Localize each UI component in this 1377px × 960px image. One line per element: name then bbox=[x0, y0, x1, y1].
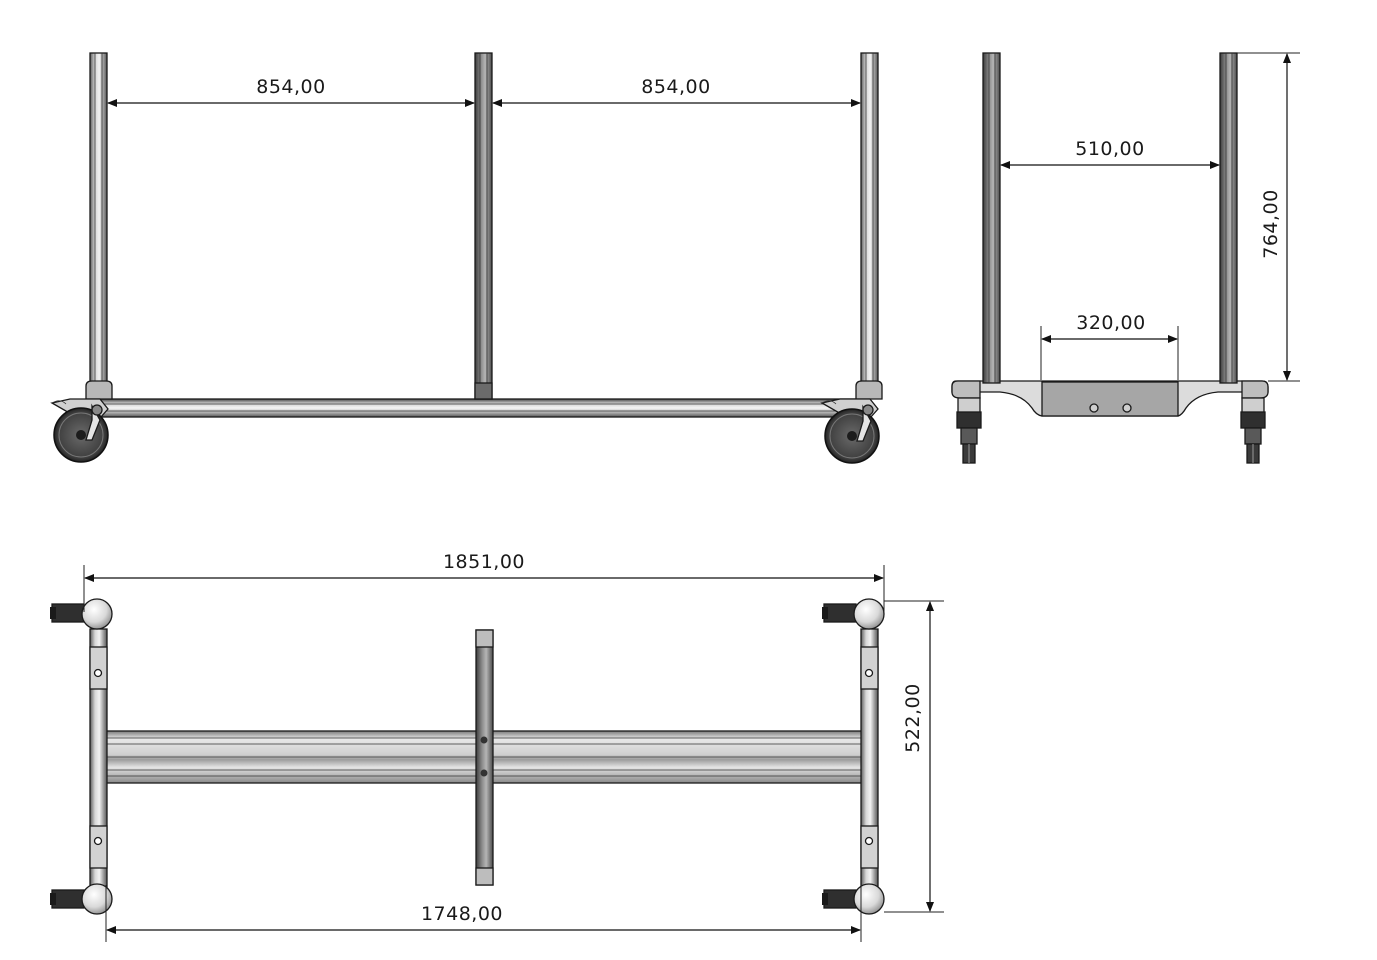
top-right-lower-caster bbox=[822, 883, 885, 915]
front-right-corner-cap bbox=[855, 380, 883, 400]
top-left-lower-caster bbox=[50, 883, 113, 915]
front-left-post bbox=[89, 52, 108, 384]
top-view: 1851,00 1748,00 522,00 bbox=[50, 551, 944, 942]
front-left-corner-cap bbox=[85, 380, 113, 400]
front-view: 854,00 854,00 bbox=[50, 52, 883, 464]
side-height-dim-text: 764,00 bbox=[1260, 189, 1282, 258]
top-middle-cross-member bbox=[475, 629, 494, 886]
top-right-upper-caster bbox=[822, 598, 885, 630]
front-right-dim-text: 854,00 bbox=[641, 76, 710, 98]
front-middle-post bbox=[474, 52, 493, 400]
side-center-block bbox=[1041, 381, 1179, 417]
top-left-upper-caster bbox=[50, 598, 113, 630]
front-base-beam bbox=[95, 398, 869, 418]
front-right-caster bbox=[820, 398, 880, 464]
top-length-dim-text: 1851,00 bbox=[443, 551, 525, 573]
side-right-upright bbox=[1219, 52, 1238, 384]
front-left-dim-text: 854,00 bbox=[256, 76, 325, 98]
side-left-upright bbox=[982, 52, 1001, 384]
side-left-caster bbox=[956, 397, 982, 464]
top-width-dim-text: 522,00 bbox=[902, 683, 924, 752]
top-inner-dim-text: 1748,00 bbox=[421, 903, 503, 925]
side-view: 510,00 320,00 764,00 bbox=[951, 52, 1300, 464]
side-upright-dim-text: 510,00 bbox=[1075, 138, 1144, 160]
front-right-post bbox=[860, 52, 879, 384]
front-left-caster bbox=[50, 398, 109, 463]
side-right-caster bbox=[1240, 397, 1266, 464]
side-center-dim-text: 320,00 bbox=[1076, 312, 1145, 334]
